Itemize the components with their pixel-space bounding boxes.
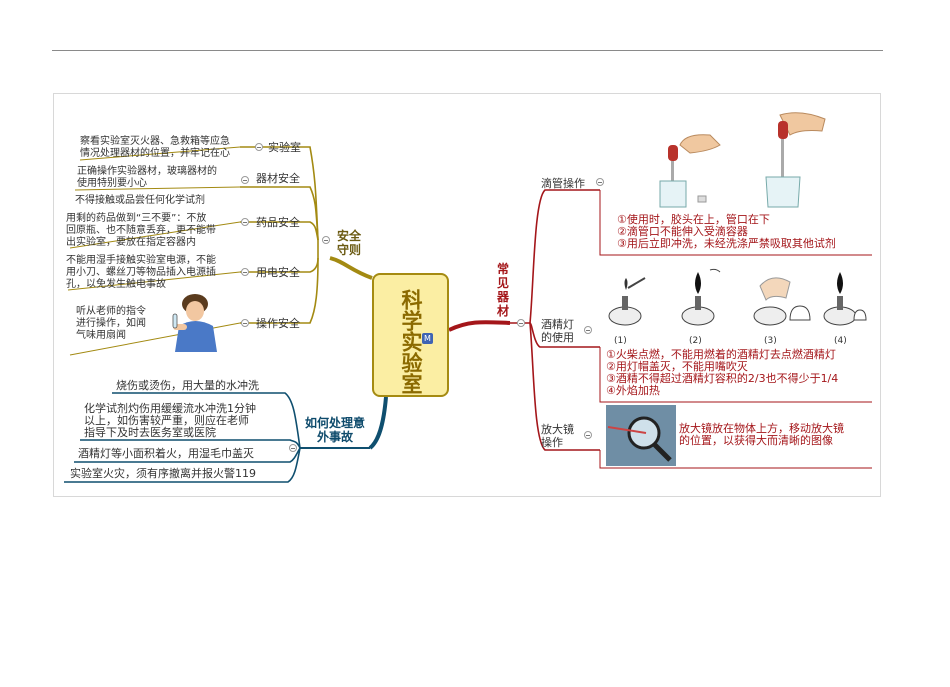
- alcohol-lamp-illustration: [608, 268, 867, 326]
- lamp-figure-2: [681, 268, 721, 326]
- link-dropper-note: [599, 190, 872, 256]
- collapse-toggle-lab[interactable]: [255, 143, 263, 151]
- link-burn: [112, 392, 301, 449]
- magnifier-note: 放大镜放在物体上方，移动放大镜 的位置，以获得大而清晰的图像: [679, 422, 844, 447]
- dropper-illustration: [659, 112, 826, 208]
- lamp-rule-1: ①火柴点燃，不能用燃着的酒精灯去点燃酒精灯: [606, 348, 836, 361]
- lamp-fig-label-2: (2): [689, 336, 702, 346]
- link-lab-fire: [64, 447, 301, 483]
- collapse-toggle-equipment-branch[interactable]: [517, 319, 525, 327]
- link-equip-note: [74, 186, 241, 191]
- collapse-toggle-chemical[interactable]: [241, 218, 249, 226]
- collapse-toggle-dropper[interactable]: [596, 178, 604, 186]
- lamp-fig-label-4: (4): [834, 336, 847, 346]
- emergency-lab-fire: 实验室火灾，须有序撤离并报火警119: [70, 467, 256, 480]
- emergency-small-fire: 酒精灯等小面积着火，用湿毛巾盖灭: [78, 447, 254, 460]
- lamp-fig-label-3: (3): [764, 336, 777, 346]
- collapse-toggle-equipment[interactable]: [241, 176, 249, 184]
- lamp-figure-3: [753, 277, 811, 326]
- link-elec-note: [67, 271, 241, 291]
- lamp-figure-1: [608, 277, 646, 326]
- emergency-burn: 烧伤或烫伤，用大量的水冲洗: [116, 379, 259, 392]
- collapse-toggle-operation[interactable]: [241, 319, 249, 327]
- link-magnifier-note: [599, 450, 872, 469]
- note-electric-safety: 不能用湿手接触实验室电源，不能 用小刀、螺丝刀等物品插入电源插 孔，以免发生触电…: [66, 255, 216, 290]
- lamp-rule-2: ②用灯帽盖灭，不能用嘴吹灭: [606, 360, 748, 373]
- link-magnifier: [529, 322, 600, 451]
- lamp-rule-4: ④外焰加热: [606, 384, 660, 397]
- lamp-figure-4: [823, 272, 867, 326]
- topic-magnifier[interactable]: 放大镜 操作: [541, 423, 574, 449]
- dropper-rule-2: ②滴管口不能伸入受滴容器: [617, 225, 748, 238]
- collapse-toggle-electric[interactable]: [241, 268, 249, 276]
- note-badge-icon[interactable]: M: [422, 333, 433, 344]
- lamp-rule-3: ③酒精不得超过酒精灯容积的2/3也不得少于1/4: [606, 372, 839, 385]
- lamp-fig-label-1: (1): [614, 336, 627, 346]
- equipment-branch-title[interactable]: 常见器材: [496, 262, 509, 318]
- dropper-rule-1: ①使用时，胶头在上，管口在下: [617, 213, 770, 226]
- link-dropper: [529, 189, 600, 324]
- collapse-toggle-magnifier[interactable]: [584, 431, 592, 439]
- note-chemical-top: 不得接触或品尝任何化学试剂: [75, 195, 205, 206]
- collapse-toggle-safety[interactable]: [322, 236, 330, 244]
- link-safety-main: [329, 256, 373, 280]
- central-topic[interactable]: 科学实验室 M: [372, 273, 449, 397]
- topic-dropper[interactable]: 滴管操作: [541, 177, 585, 190]
- topic-operation-safety[interactable]: 操作安全: [256, 317, 300, 330]
- link-op-safety: [240, 257, 319, 324]
- magnifier-photo: [606, 405, 676, 466]
- topic-equipment-safety[interactable]: 器材安全: [256, 172, 300, 185]
- collapse-toggle-emergency[interactable]: [289, 444, 297, 452]
- note-lab: 察看实验室灭火器、急救箱等应急 情况处理器材的位置，并牢记在心: [80, 136, 230, 159]
- top-rule: [52, 50, 883, 51]
- link-equipment-main: [448, 320, 511, 332]
- link-chem-safety: [240, 221, 319, 241]
- topic-lab[interactable]: 实验室: [268, 141, 301, 154]
- student-sniffing-illustration: [172, 294, 217, 352]
- link-equipment-safety: [240, 186, 319, 241]
- safety-branch-title[interactable]: 安全守则: [336, 229, 361, 257]
- note-equipment-safety: 正确操作实验器材，玻璃器材的 使用特别要小心: [77, 166, 217, 189]
- collapse-toggle-lamp[interactable]: [584, 326, 592, 334]
- topic-electric-safety[interactable]: 用电安全: [256, 266, 300, 279]
- link-chem-note: [69, 221, 241, 249]
- link-lamp-note: [599, 347, 872, 403]
- link-emergency-main: [368, 396, 388, 450]
- dropper-rule-3: ③用后立即冲洗，未经洗涤严禁吸取其他试剂: [617, 237, 836, 250]
- link-chem-burn: [80, 439, 301, 449]
- emergency-branch-title[interactable]: 如何处理意外事故: [304, 416, 365, 444]
- note-operation-safety: 听从老师的指令 进行操作，如闻 气味用扇闻: [76, 306, 146, 341]
- emergency-chemical-burn: 化学试剂灼伤用缓缓流水冲洗1分钟 以上，如伤害较严重，则应在老师 指导下及时去医…: [84, 402, 256, 439]
- topic-lamp[interactable]: 酒精灯 的使用: [541, 318, 574, 344]
- link-lab-note: [79, 146, 241, 161]
- central-title: 科学实验室: [399, 289, 424, 394]
- topic-chemical-safety[interactable]: 药品安全: [256, 216, 300, 229]
- note-chemical-safety: 用剩的药品做到“三不要”：不放 回原瓶、也不随意丢弃，更不能带 出实验室，要放在…: [66, 213, 216, 248]
